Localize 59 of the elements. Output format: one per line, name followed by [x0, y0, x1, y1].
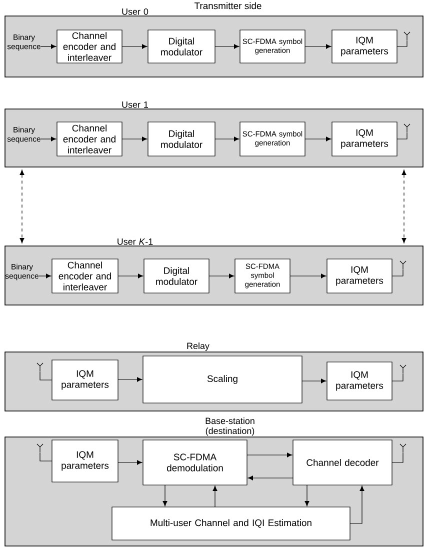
antenna-icon [36, 362, 44, 372]
arrow [118, 377, 142, 382]
process-box: Channel decoder [292, 440, 392, 486]
process-box: IQM parameters [326, 362, 392, 400]
process-box: IQM parameters [332, 30, 398, 64]
arrow [304, 136, 332, 142]
arrow [396, 132, 408, 140]
arrow [392, 452, 404, 463]
antenna-icon [404, 124, 410, 132]
arrow [122, 136, 148, 142]
panel-title: Relay [187, 342, 210, 351]
arrow [350, 486, 364, 524]
process-box: IQM parameters [332, 122, 398, 156]
process-box: Channel encoder and interleaver [52, 258, 118, 294]
arrow [246, 452, 292, 458]
arrow [162, 484, 168, 506]
process-box: Channel encoder and interleaver [56, 30, 122, 64]
arrow [290, 274, 326, 278]
arrow [396, 40, 408, 47]
arrow [214, 136, 240, 142]
process-box: Digital modulator [148, 30, 216, 64]
panel-title: User K-1 [118, 238, 153, 245]
arrow [38, 274, 52, 278]
process-box: Channel encoder and interleaver [56, 122, 122, 156]
arrow [392, 268, 404, 276]
antenna-icon [400, 444, 406, 452]
process-box: IQM parameters [52, 440, 118, 482]
process-box: Multi-user Channel and IQI Estimation [112, 506, 350, 540]
antenna-icon [400, 364, 406, 374]
arrow [40, 44, 56, 49]
heading: Transmitter side [194, 2, 262, 10]
process-box: SC-FDMA demodulation [142, 440, 248, 486]
antenna-icon [36, 444, 44, 452]
process-box: Digital modulator [144, 258, 210, 294]
arrow [402, 170, 406, 244]
arrow [392, 372, 404, 382]
process-box: Digital modulator [148, 122, 216, 156]
arrow [212, 486, 218, 508]
arrow [118, 460, 142, 465]
panel-title: User 1 [122, 102, 148, 108]
arrow [248, 476, 294, 480]
process-box: IQM parameters [326, 258, 392, 294]
antenna-icon [400, 260, 406, 270]
arrow [40, 136, 56, 142]
arrow [208, 274, 234, 278]
arrow [304, 44, 332, 49]
process-box: Scaling [142, 356, 302, 404]
arrow [118, 274, 144, 278]
arrow [40, 370, 52, 380]
arrow [20, 170, 24, 244]
arrow [214, 44, 240, 49]
arrow [302, 378, 326, 384]
panel-title: Base-station (destination) [206, 417, 254, 436]
process-box: IQM parameters [52, 360, 118, 400]
antenna-icon [404, 32, 410, 40]
arrow [304, 484, 310, 506]
arrow [40, 452, 52, 462]
arrow [122, 44, 148, 49]
panel-title: User 0 [122, 8, 148, 15]
